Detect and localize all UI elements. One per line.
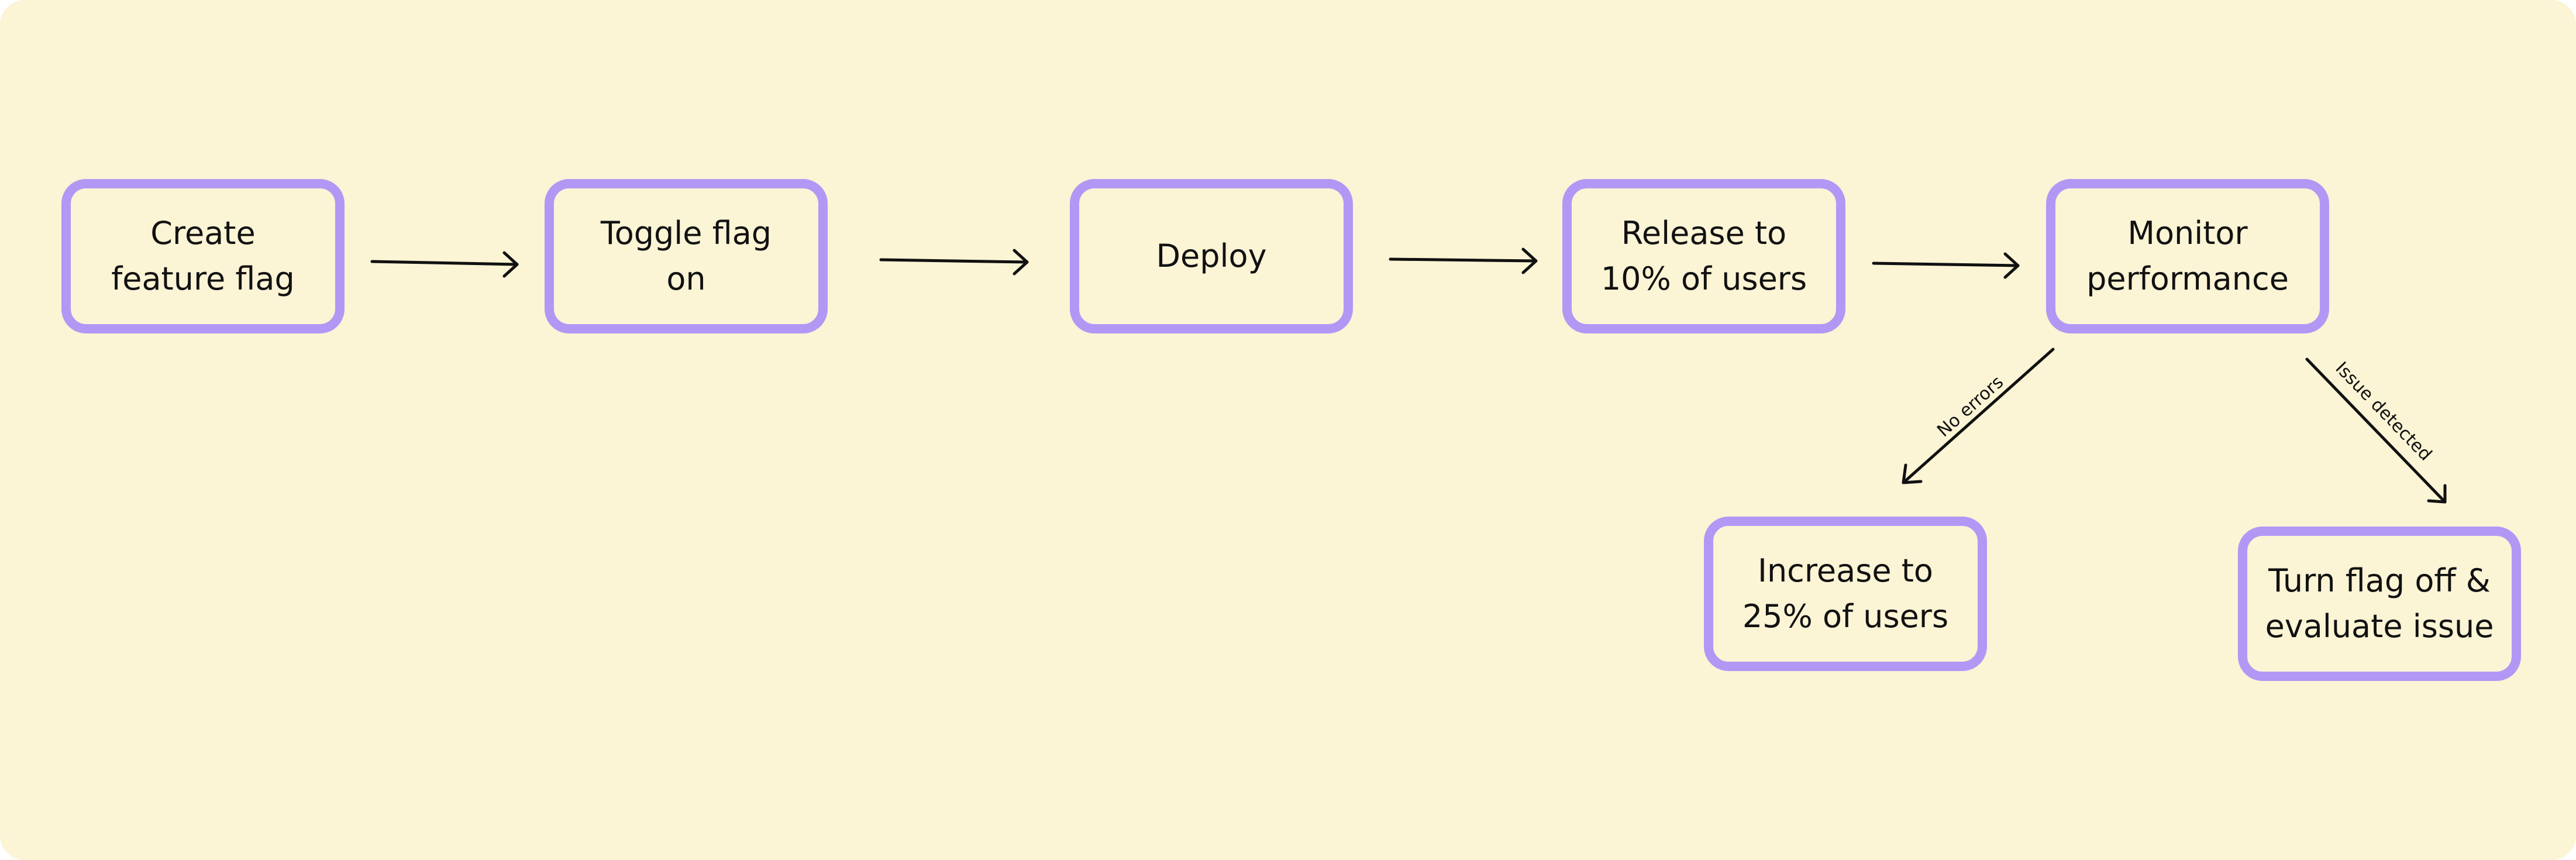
node-deploy: Deploy — [1070, 179, 1353, 333]
node-release-to-10: Release to 10% of users — [1562, 179, 1845, 333]
arrow-deploy-to-release — [1389, 247, 1538, 274]
node-monitor-performance-label: Monitor performance — [2086, 215, 2289, 297]
edge-label-issue-detected: Issue detected — [2331, 358, 2436, 465]
arrow-monitor-to-increase — [1902, 348, 2055, 484]
node-turn-flag-off-label: Turn flag off & evaluate issue — [2265, 562, 2494, 645]
node-toggle-flag-on: Toggle flag on — [545, 179, 828, 333]
arrow-monitor-to-turn-off — [2305, 357, 2447, 504]
node-create-feature-flag: Create feature flag — [61, 179, 345, 333]
node-increase-to-25-label: Increase to 25% of users — [1742, 552, 1949, 635]
node-toggle-flag-on-label: Toggle flag on — [600, 215, 772, 297]
arrow-release-to-monitor — [1872, 252, 2020, 279]
node-monitor-performance: Monitor performance — [2046, 179, 2329, 333]
node-turn-flag-off: Turn flag off & evaluate issue — [2238, 527, 2521, 681]
node-release-to-10-label: Release to 10% of users — [1600, 215, 1807, 297]
node-increase-to-25: Increase to 25% of users — [1704, 517, 1987, 671]
edge-label-no-errors: No errors — [1933, 372, 2007, 441]
arrow-create-to-toggle — [370, 251, 519, 278]
node-deploy-label: Deploy — [1156, 238, 1267, 274]
node-create-feature-flag-label: Create feature flag — [111, 215, 295, 297]
arrow-toggle-to-deploy — [879, 249, 1029, 276]
